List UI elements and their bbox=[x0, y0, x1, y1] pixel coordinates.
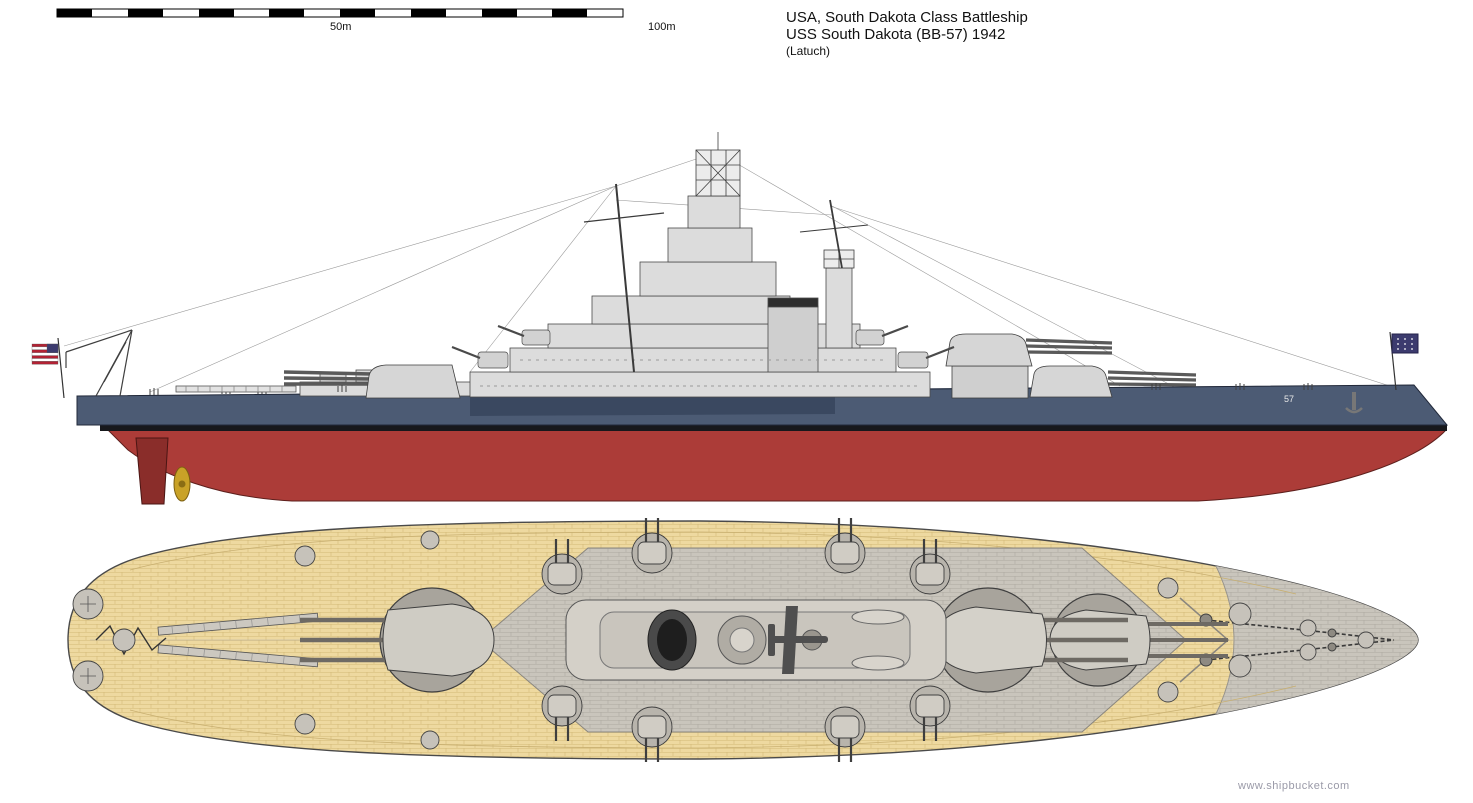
foremast bbox=[615, 183, 635, 373]
credit-watermark: www.shipbucket.com bbox=[1238, 780, 1350, 792]
masts bbox=[583, 183, 869, 373]
rigging-lines bbox=[63, 151, 1397, 393]
level-3 bbox=[591, 295, 791, 325]
jackstaff bbox=[1389, 331, 1397, 391]
turret2-plan bbox=[935, 606, 1128, 674]
aft-turret-barrels bbox=[283, 370, 373, 386]
propeller bbox=[173, 466, 191, 502]
scale-bar-segments bbox=[57, 9, 587, 17]
drawing-title: USA, South Dakota Class Battleship bbox=[786, 9, 1028, 26]
hull-number: 57 bbox=[1284, 394, 1294, 404]
main-turrets-plan bbox=[300, 587, 1228, 693]
title-block: USA, South Dakota Class Battleship USS S… bbox=[786, 9, 1028, 59]
hull-camouflage-patch bbox=[470, 393, 835, 416]
bow-flag-group bbox=[1389, 331, 1419, 391]
rudder bbox=[135, 437, 169, 505]
scale-label-50m: 50m bbox=[330, 21, 352, 33]
anchor bbox=[1345, 392, 1363, 414]
radar-lattice bbox=[695, 132, 741, 197]
funnel-cap bbox=[767, 297, 819, 308]
tower bbox=[667, 227, 753, 263]
stern-catapult bbox=[175, 385, 297, 393]
fire-control bbox=[687, 195, 741, 229]
aircraft-silhouette bbox=[768, 606, 828, 674]
side-profile-view: 57 bbox=[31, 132, 1449, 505]
turret2-barbette bbox=[951, 365, 1029, 399]
turret2-barrels bbox=[1025, 338, 1113, 355]
level-4 bbox=[639, 261, 777, 297]
us-flag-icon bbox=[31, 343, 59, 365]
scale-bar bbox=[56, 8, 624, 18]
aft-turret-plan bbox=[300, 603, 495, 677]
ships-boat bbox=[851, 655, 905, 671]
boot-stripe bbox=[100, 424, 1447, 431]
stern-crane bbox=[65, 329, 133, 397]
turret2 bbox=[945, 333, 1033, 367]
funnel bbox=[767, 305, 819, 373]
secondary-mounts-plan bbox=[541, 518, 951, 762]
mainmast bbox=[829, 199, 843, 269]
deck-edge-line-starboard bbox=[129, 685, 1297, 749]
aft-main-turret bbox=[365, 364, 461, 399]
deck-edge-line-port bbox=[129, 531, 1297, 595]
stern-flag-group bbox=[31, 337, 65, 399]
level-1 bbox=[509, 347, 897, 373]
superstructure-plan bbox=[565, 599, 947, 681]
lower-hull bbox=[106, 429, 1448, 502]
mainmast-yardarm bbox=[799, 224, 869, 233]
main-deckhouse bbox=[469, 371, 931, 398]
top-plan-view bbox=[67, 518, 1419, 762]
aa-tubs-plan bbox=[72, 530, 1375, 750]
scale-label-100m: 100m bbox=[648, 21, 676, 33]
aft-director-tower bbox=[825, 267, 853, 349]
ships-boat bbox=[851, 609, 905, 625]
main-turrets-side bbox=[283, 333, 1197, 399]
turret1 bbox=[1029, 365, 1113, 398]
stern-flagstaff bbox=[57, 337, 65, 399]
turret1-barrels bbox=[1107, 370, 1197, 387]
catapults-plan bbox=[95, 612, 319, 668]
secondary-mounts-side bbox=[451, 324, 955, 369]
drawing-subtitle: USS South Dakota (BB-57) 1942 bbox=[786, 26, 1006, 43]
foremast-yardarm bbox=[583, 212, 665, 223]
drawing-author: (Latuch) bbox=[786, 44, 831, 58]
